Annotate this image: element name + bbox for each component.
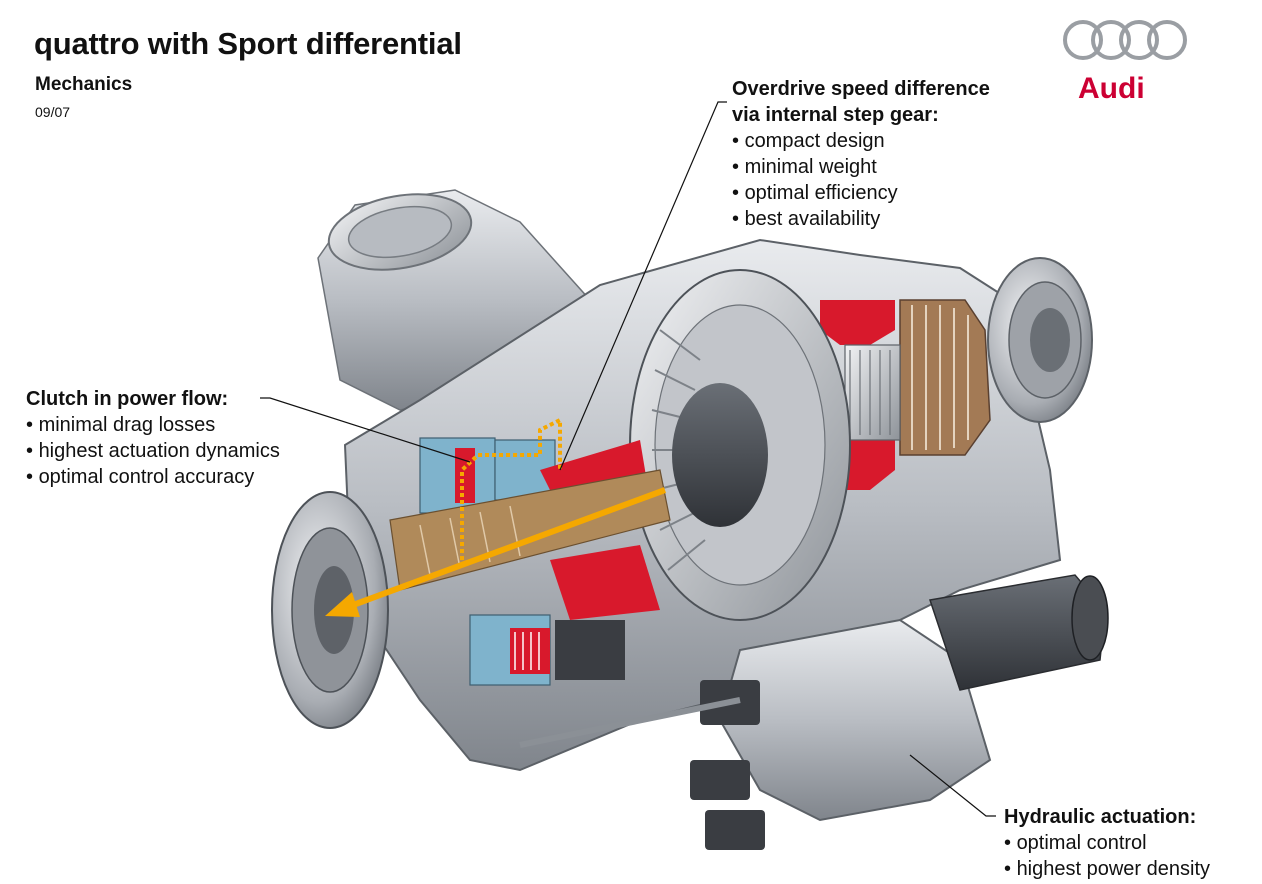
overdrive-item: best availability xyxy=(732,206,990,232)
clutch-item: highest actuation dynamics xyxy=(26,438,280,464)
callout-hydraulic: Hydraulic actuation: optimal control hig… xyxy=(1004,804,1210,882)
page-date: 09/07 xyxy=(35,104,71,120)
clutch-leader-line xyxy=(260,397,471,463)
power-flow-arrow xyxy=(325,487,667,617)
crown-wheel xyxy=(629,269,851,621)
left-output-flange xyxy=(271,491,389,729)
overdrive-item: optimal efficiency xyxy=(732,180,990,206)
callout-clutch: Clutch in power flow: minimal drag losse… xyxy=(26,386,280,490)
right-step-gear xyxy=(820,300,901,490)
overdrive-item: minimal weight xyxy=(732,154,990,180)
page-subtitle: Mechanics xyxy=(35,74,133,95)
hydraulic-item: highest power density xyxy=(1004,856,1210,882)
overdrive-heading-line1: Overdrive speed difference xyxy=(732,78,990,100)
hydraulic-leader-line xyxy=(909,754,996,817)
clutch-item: minimal drag losses xyxy=(26,412,280,438)
overdrive-leader-line xyxy=(559,101,727,471)
hydraulic-heading: Hydraulic actuation: xyxy=(1004,806,1197,828)
hydraulic-item: optimal control xyxy=(1004,830,1210,856)
audi-rings-icon: Audi xyxy=(1063,20,1187,105)
overdrive-heading-line2: via internal step gear: xyxy=(732,104,939,126)
clutch-item: optimal control accuracy xyxy=(26,464,280,490)
audi-logo: Audi xyxy=(1060,16,1200,106)
overdrive-item: compact design xyxy=(732,128,990,154)
clutch-heading: Clutch in power flow: xyxy=(26,388,229,410)
right-output-flange xyxy=(987,257,1093,423)
page-title: quattro with Sport differential xyxy=(34,26,462,61)
callout-overdrive: Overdrive speed difference via internal … xyxy=(732,76,990,232)
hydraulic-unit xyxy=(519,574,1109,850)
leader-lines xyxy=(260,101,996,817)
logo-wordmark: Audi xyxy=(1078,72,1145,105)
right-clutch-pack xyxy=(899,299,991,456)
